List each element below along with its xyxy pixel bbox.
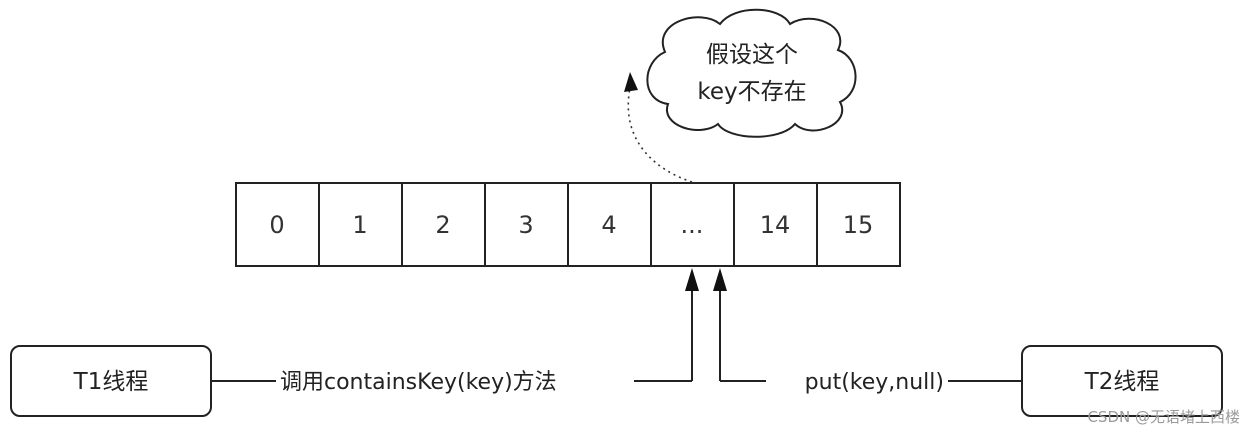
array-cell-3-label: 3 xyxy=(518,211,533,239)
dotted-curve xyxy=(627,87,693,183)
array-cell-ellipsis-label: ... xyxy=(681,211,704,239)
array-cell-15 xyxy=(816,182,901,267)
thread2-arrowhead xyxy=(713,268,727,291)
array-cell-14 xyxy=(733,182,818,267)
thread1-connector: 调用containsKey(key)方法 xyxy=(211,268,699,395)
thread2: T2线程 xyxy=(1021,345,1223,417)
thread2-call-label: put(key,null) xyxy=(805,370,944,395)
array-cell-0-label: 0 xyxy=(269,211,284,239)
thread2-connector: put(key,null) xyxy=(713,268,1022,395)
array-cell-1-label: 1 xyxy=(352,211,367,239)
watermark: CSDN @无语堵上西楼 xyxy=(1087,408,1240,426)
hash-array: 0 1 2 3 4 ... 14 15 xyxy=(235,182,901,267)
array-cell-4 xyxy=(567,182,652,267)
thread1-call-label: 调用containsKey(key)方法 xyxy=(280,370,557,395)
array-cell-1 xyxy=(318,182,403,267)
array-cell-15-label: 15 xyxy=(843,211,874,239)
cloud-text-line2: key不存在 xyxy=(697,79,806,105)
cloud-pointer xyxy=(624,72,693,183)
thread1-arrowhead xyxy=(685,268,699,291)
thread1: T1线程 xyxy=(10,345,212,417)
array-cell-0 xyxy=(235,182,320,267)
array-cell-14-label: 14 xyxy=(760,211,791,239)
array-cell-2-label: 2 xyxy=(435,211,450,239)
cloud-pointer-arrowhead xyxy=(624,72,638,92)
array-cell-2 xyxy=(401,182,486,267)
thread2-label: T2线程 xyxy=(1084,369,1160,395)
array-cell-4-label: 4 xyxy=(601,211,616,239)
cloud-text-line1: 假设这个 xyxy=(706,42,798,68)
assumption-cloud: 假设这个 key不存在 xyxy=(646,8,857,138)
thread1-label: T1线程 xyxy=(73,369,149,395)
array-cell-ellipsis xyxy=(650,182,735,267)
cloud-shape xyxy=(646,8,857,138)
